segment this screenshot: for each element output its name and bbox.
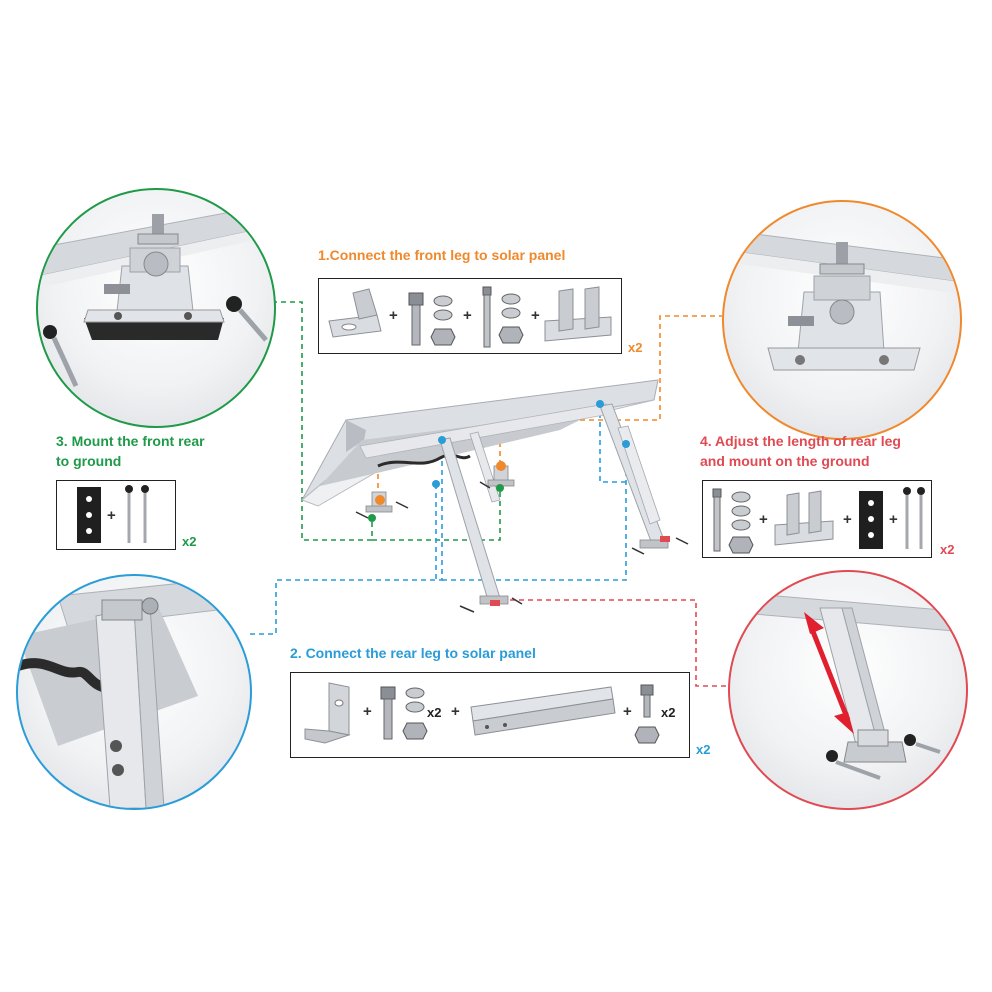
bolt-part-2 [380,686,396,740]
step3-quantity: x2 [182,534,197,549]
u-bracket-part-4 [774,490,834,546]
step3-parts-box: + [56,480,176,550]
step2-plus-2: + [451,703,460,720]
step4-plus-2: + [843,511,852,528]
ground-screw-part-4 [903,487,925,549]
angle-bracket-part [304,682,351,744]
blue-connector-2 [442,444,627,581]
step2-quantity: x2 [696,742,711,757]
step4-quantity: x2 [940,542,955,557]
washer-set-part-2b [402,687,428,740]
front-bracket-part [328,288,382,338]
washer-set-part-4 [728,491,754,554]
zoom-circle-rear-leg [16,574,252,810]
step1-plus-1: + [389,307,398,324]
step3-plus: + [107,507,116,524]
green-connector-2 [372,488,501,541]
step2-title: 2. Connect the rear leg to solar panel [290,645,536,661]
step1-parts-box: + + + [318,278,622,354]
step4-title-line1: 4. Adjust the length of rear leg [700,433,901,449]
bolt-part [408,292,424,346]
long-bolt-part-4 [712,488,722,552]
step2-plus-1: + [363,703,372,720]
ground-screw-part [125,485,149,543]
step1-title: 1.Connect the front leg to solar panel [318,247,566,263]
rail-part [470,686,616,736]
long-bolt-part [482,286,492,348]
bolt-part-3 [634,684,660,744]
u-bracket-part [544,286,612,342]
step2-multiplier-1: x2 [427,705,442,720]
green-connector [272,301,373,541]
step2-plus-3: + [623,703,632,720]
step4-parts-box: + + + [702,480,932,558]
step1-plus-3: + [531,307,540,324]
step1-quantity: x2 [628,340,643,355]
step4-plus-3: + [889,511,898,528]
zoom-circle-front-bracket [722,200,962,440]
step1-plus-2: + [463,307,472,324]
step3-title-line1: 3. Mount the front rear [56,433,205,449]
rubber-pad-part [77,487,101,543]
washer-set-part [430,295,456,346]
rubber-pad-part-4 [859,491,883,549]
solar-panel-assembly [301,379,689,613]
washer-set-part-2 [498,293,524,344]
red-connector [510,599,728,687]
step2-multiplier-2: x2 [661,705,676,720]
zoom-circle-adjust-rear-leg [728,570,968,810]
zoom-circle-front-mount [36,188,276,428]
step4-title-line2: and mount on the ground [700,453,870,469]
step3-title-line2: to ground [56,453,122,469]
step4-plus-1: + [759,511,768,528]
step2-parts-box: + x2 + + x2 [290,672,690,758]
blue-connector [250,440,443,635]
